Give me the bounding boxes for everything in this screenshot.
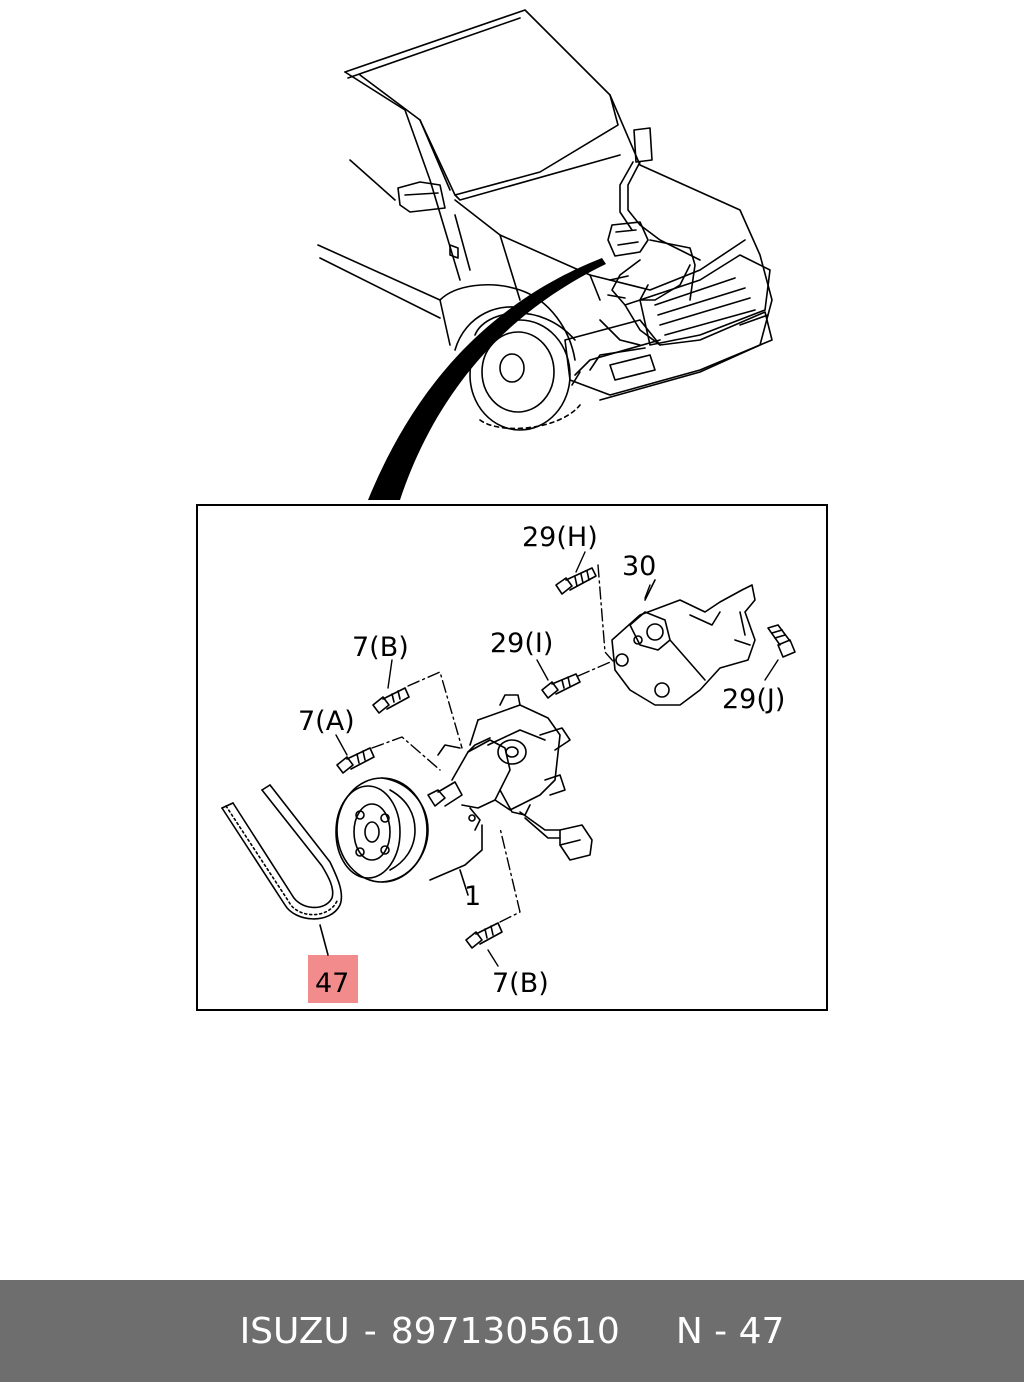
callout-7b-bottom: 7(B) [492,968,549,999]
bolt-7b-bottom [465,922,503,949]
bolt-29i [541,673,581,699]
pulley [335,777,429,883]
bolt-7a [336,747,375,774]
callout-29i: 29(I) [490,628,553,659]
power-steering-pump-1 [427,694,593,896]
pointer-arrow [368,258,606,500]
bolt-29j [767,624,796,658]
callout-29j: 29(J) [722,684,785,715]
leader-lines [335,551,779,967]
page-reference: N - 47 [675,1310,785,1352]
brand-name: ISUZU [239,1310,350,1352]
bracket-30 [611,579,756,706]
callout-30: 30 [622,551,656,582]
bolt-7b-top [372,687,410,714]
callout-47: 47 [315,968,349,999]
drive-belt-47 [221,784,343,956]
callout-1: 1 [464,881,481,912]
callout-7b-top: 7(B) [352,632,409,663]
part-number: 8971305610 [390,1310,620,1352]
callout-7a: 7(A) [298,706,355,737]
part-47-highlight [308,955,358,1003]
parts-diagram: 29(H) 30 7(B) 29(I) 7(A) 29(J) 1 47 7(B) [196,9,828,1011]
vehicle-illustration [317,9,773,431]
detail-frame [196,504,828,1011]
separator: - [363,1310,377,1352]
bolt-29h [555,567,597,595]
footer-bar: ISUZU - 8971305610 N - 47 [0,1280,1024,1382]
callout-29h: 29(H) [522,522,598,553]
